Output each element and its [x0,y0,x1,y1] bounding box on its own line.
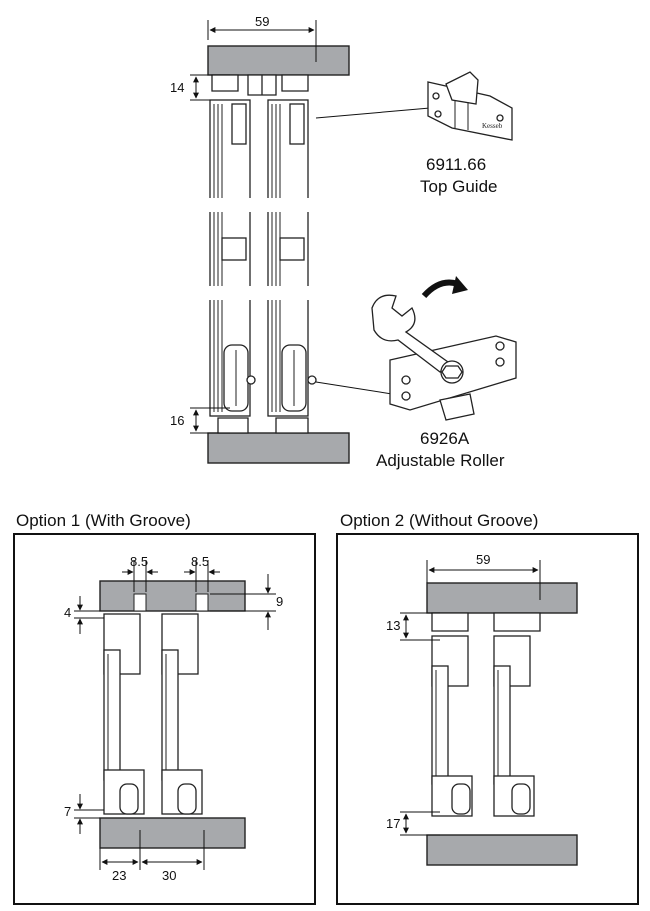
option1-groove-width-left: 8.5 [130,554,148,569]
option1-bottom-gap: 7 [64,804,71,819]
option1-title: Option 1 (With Groove) [16,511,191,530]
option1-offset-left: 23 [112,868,126,883]
door-right [267,99,317,417]
top-guide-code: 6911.66 [426,155,486,174]
option1-top-gap: 4 [64,605,71,620]
option2-bottom-gap: 17 [386,816,400,831]
option2-title: Option 2 (Without Groove) [340,511,538,530]
top-guide-name: Top Guide [420,177,498,196]
top-track [207,45,350,76]
option1-diagram: 8.5 8.5 9 4 7 23 30 [64,554,283,883]
roller-name: Adjustable Roller [376,451,505,470]
option2-top-gap: 13 [386,618,400,633]
bottom-track [207,432,350,464]
bottom-gap-dim: 16 [170,413,184,428]
guide-brand: Kesseb [482,122,503,130]
option1-groove-depth: 9 [276,594,283,609]
top-assembly: 59 14 [170,14,431,464]
top-guide-part-illustration: Kesseb [427,71,513,141]
roller-code: 6926A [420,429,470,448]
option2-width-dim: 59 [476,552,490,567]
option1-groove-width-right: 8.5 [191,554,209,569]
option2-frame [336,533,639,905]
top-width-dim: 59 [255,14,269,29]
rotate-arrow-icon [421,279,459,299]
option2-diagram: 59 13 17 [386,552,578,866]
option1-frame [13,533,316,905]
wrench-icon [371,294,464,384]
option1-offset-center: 30 [162,868,176,883]
top-gap-dim: 14 [170,80,184,95]
door-left [209,99,256,417]
